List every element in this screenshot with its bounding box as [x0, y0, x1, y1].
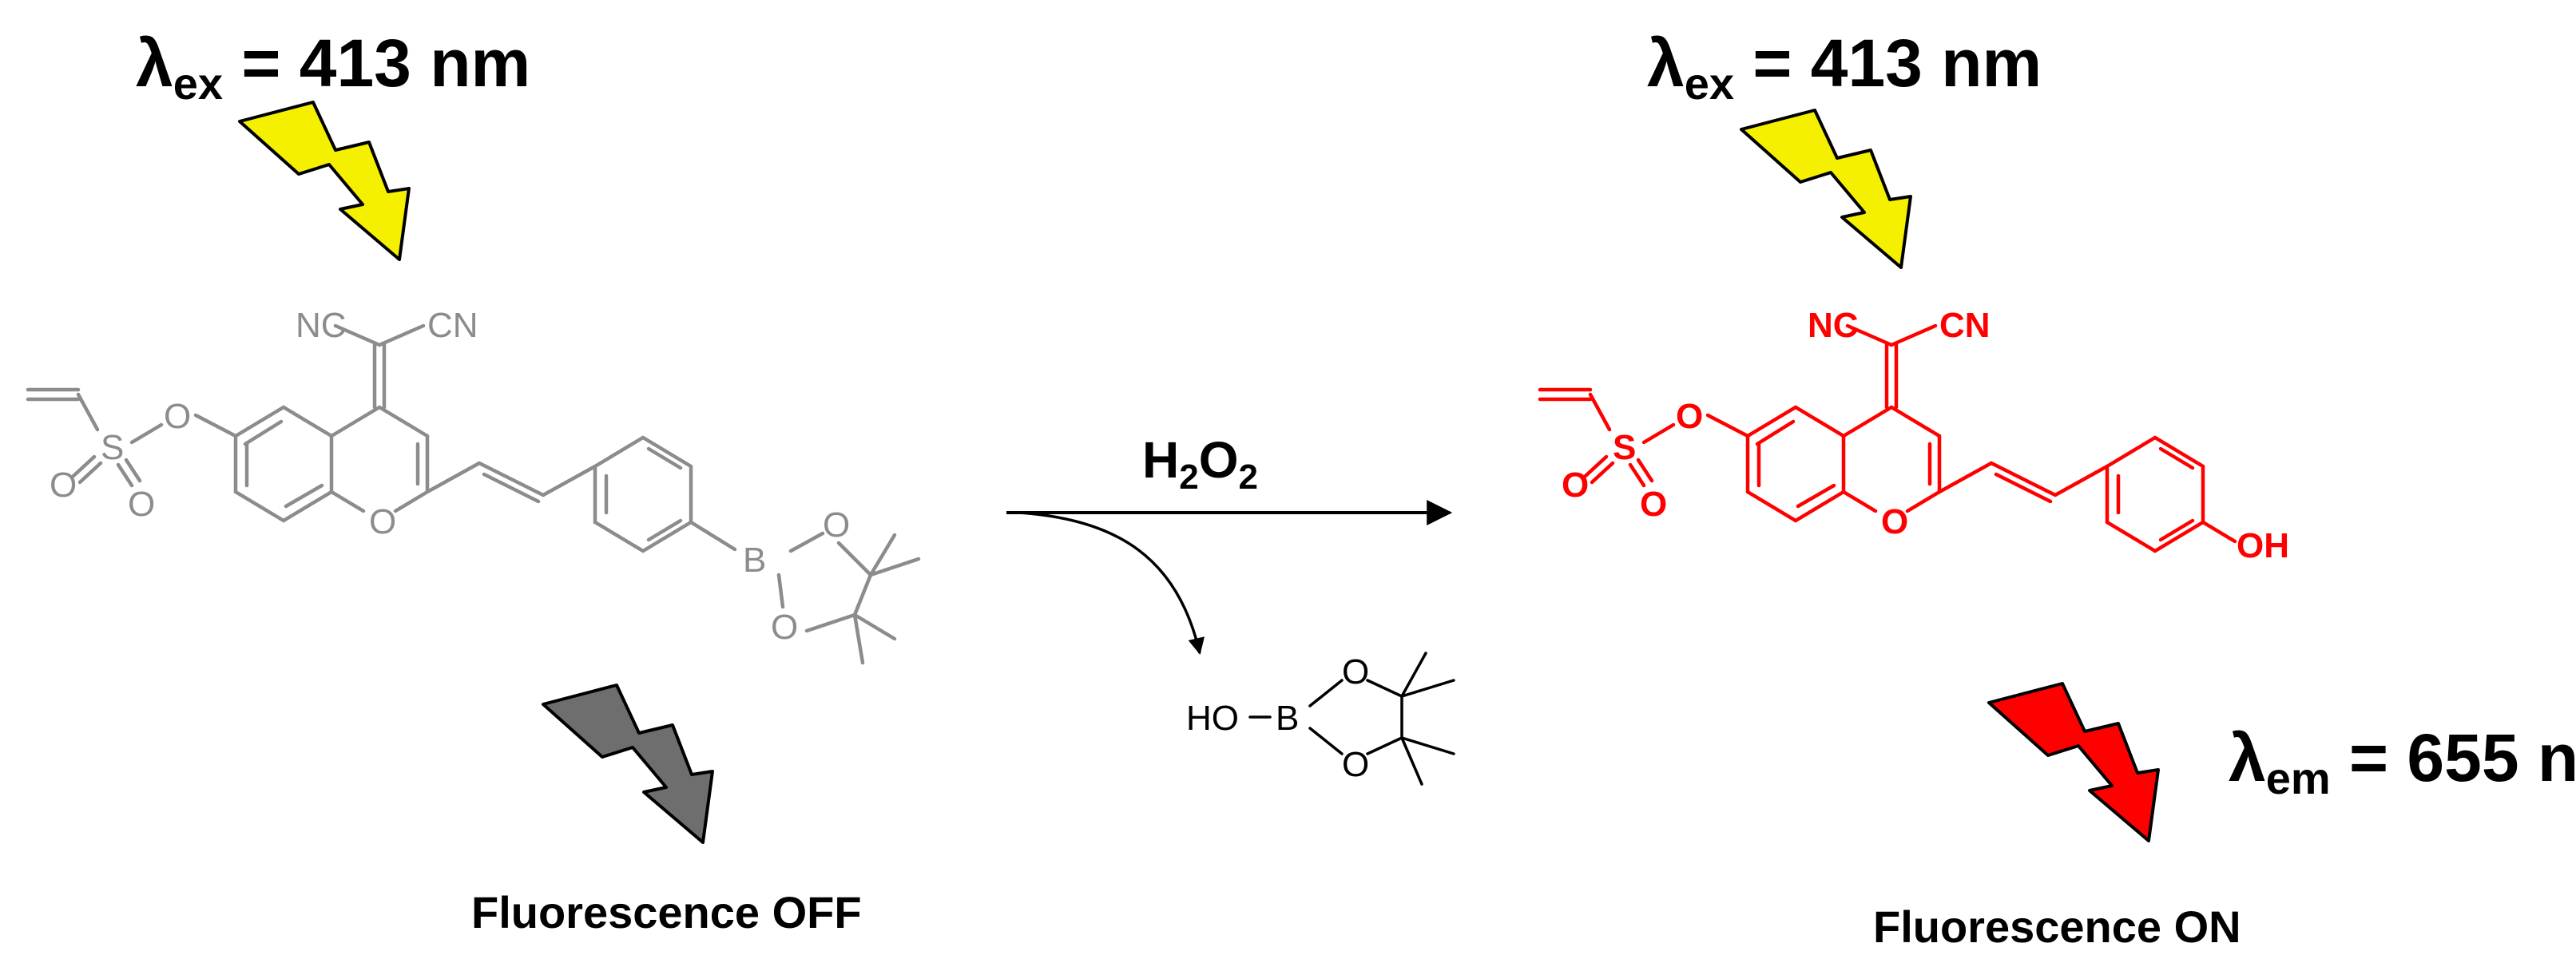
product-s-label: S	[1613, 428, 1636, 467]
probe-s-label: S	[101, 428, 124, 467]
byproduct-ho-label: HO	[1186, 699, 1239, 738]
emission-label: λem = 655 nm	[2229, 720, 2576, 803]
quenched-bolt-icon	[542, 684, 714, 844]
probe-ether-o-label: O	[164, 397, 191, 436]
product-ether-o-label: O	[1676, 397, 1703, 436]
product-oh-label: OH	[2237, 526, 2289, 565]
probe-bo2-label: O	[771, 608, 798, 647]
probe-bo1-label: O	[823, 505, 850, 545]
product-ring-o-label: O	[1881, 502, 1908, 541]
caption-fluorescence-on: Fluorescence ON	[1873, 902, 2241, 952]
product-molecule	[1538, 323, 2237, 553]
probe-o2-label: O	[128, 485, 155, 524]
excitation-bolt-right-icon	[1740, 109, 1912, 269]
byproduct-b-label: B	[1276, 699, 1299, 738]
excitation-label-right: λex = 413 nm	[1647, 26, 2042, 109]
product-o1-label: O	[1562, 466, 1589, 505]
byproduct-molecule	[1248, 652, 1455, 786]
probe-cn-label: CN	[427, 306, 478, 345]
product-nc-label: NC	[1808, 306, 1859, 345]
excitation-bolt-left-icon	[238, 101, 411, 261]
product-o2-label: O	[1640, 485, 1667, 524]
byproduct-arrow	[1018, 511, 1205, 656]
probe-b-label: B	[743, 541, 766, 580]
byproduct-o2-label: O	[1342, 745, 1369, 784]
probe-nc-label: NC	[296, 306, 347, 345]
byproduct-atom-labels: HO B O O	[1186, 652, 1369, 784]
excitation-label-left: λex = 413 nm	[136, 26, 530, 109]
probe-molecule	[26, 323, 921, 665]
emission-bolt-icon	[1987, 682, 2160, 842]
probe-o1-label: O	[50, 466, 77, 505]
caption-fluorescence-off: Fluorescence OFF	[471, 887, 862, 937]
byproduct-o1-label: O	[1342, 652, 1369, 691]
probe-ring-o-label: O	[369, 502, 396, 541]
probe-atom-labels: NC CN O S O O O B O O	[50, 306, 850, 647]
reagent-label: H2O2	[1142, 431, 1258, 497]
product-cn-label: CN	[1939, 306, 1991, 345]
product-atom-labels: NC CN O S O O O OH	[1562, 306, 2289, 565]
